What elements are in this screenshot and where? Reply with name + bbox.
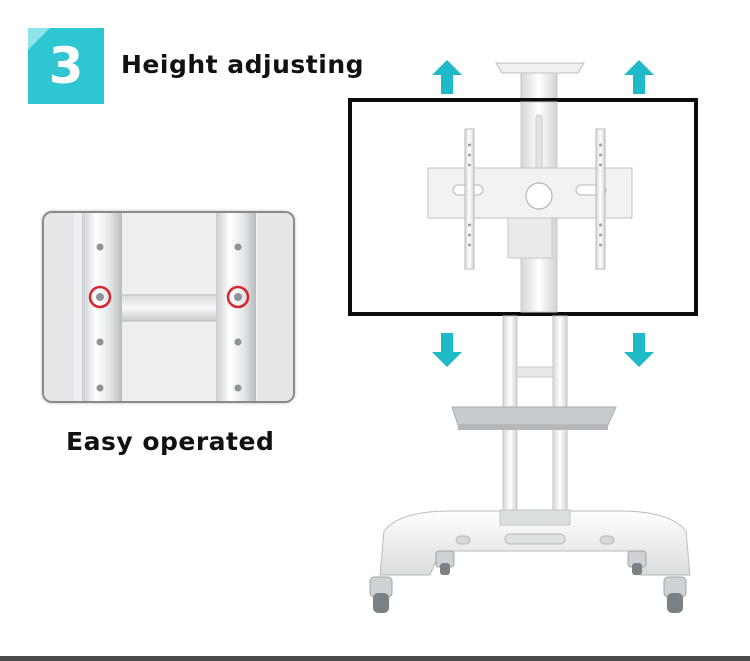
badge-corner — [28, 28, 50, 50]
pole-detail-image — [44, 213, 293, 401]
caption-text: Easy operated — [66, 427, 275, 456]
step-badge: 3 — [28, 28, 104, 104]
tv-stand-illustration — [340, 55, 710, 625]
down-arrow-icon — [432, 333, 462, 367]
up-arrow-icon — [624, 60, 654, 94]
highlight-ring-left — [88, 285, 112, 309]
bottom-divider — [0, 656, 750, 661]
detail-inset — [42, 211, 295, 403]
highlight-ring-right — [226, 285, 250, 309]
up-arrow-icon — [432, 60, 462, 94]
down-arrow-icon — [624, 333, 654, 367]
step-number: 3 — [48, 37, 84, 95]
step-title: Height adjusting — [121, 50, 365, 79]
